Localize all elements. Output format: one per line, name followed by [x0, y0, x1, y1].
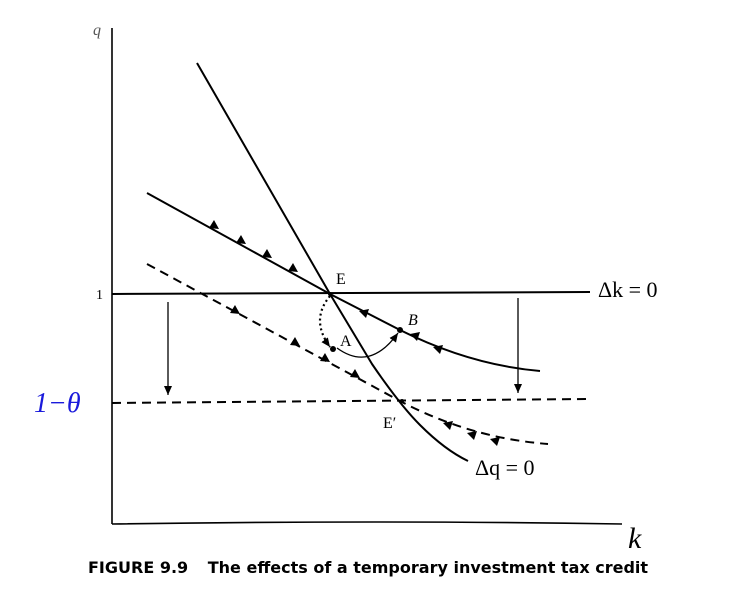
delta-k-zero-label: Δk = 0	[598, 277, 658, 302]
delta-q-zero-curve	[196, 62, 469, 462]
y-axis-label: q	[93, 22, 101, 39]
arrow-saddle-1	[209, 220, 219, 229]
arrow-dashed-2	[290, 337, 300, 346]
arrow-saddle-2	[236, 235, 246, 244]
point-B-label: B	[408, 312, 418, 329]
point-E-label: E	[336, 271, 346, 288]
arrow-dashed-6	[467, 431, 477, 440]
point-E-prime-label: E′	[383, 415, 396, 432]
arrow-dashed-1	[230, 305, 240, 314]
arrow-saddle-6	[410, 332, 420, 341]
jump-path-E-to-A	[318, 295, 331, 348]
point-A-label: A	[340, 333, 352, 350]
x-axis	[111, 521, 623, 525]
figure-caption-text: The effects of a temporary investment ta…	[208, 558, 649, 577]
transition-path-A-to-B	[336, 332, 399, 358]
tick-label-one-minus-theta: 1−θ	[34, 388, 81, 419]
arrow-saddle-3	[262, 249, 272, 258]
arrow-dashed-3	[320, 353, 330, 362]
arrow-dashed-5	[443, 421, 453, 430]
delta-k-zero-line	[111, 291, 591, 295]
point-B-marker	[397, 327, 403, 333]
arrow-dashed-7	[490, 437, 500, 446]
point-A-marker	[330, 346, 336, 352]
arrow-dashed-4	[350, 369, 360, 378]
x-axis-label: k	[628, 522, 642, 555]
tick-label-one: 1	[96, 288, 103, 303]
arrow-saddle-4	[288, 263, 298, 272]
arrow-saddle-5	[359, 309, 369, 318]
saddle-path-shifted	[146, 263, 549, 445]
delta-q-zero-label: Δq = 0	[475, 455, 535, 480]
point-E-marker	[328, 292, 332, 296]
point-E-prime-marker	[400, 399, 404, 403]
figure-number: FIGURE 9.9	[88, 558, 188, 577]
figure-caption: FIGURE 9.9 The effects of a temporary in…	[88, 558, 648, 577]
delta-k-zero-line-shifted	[111, 398, 591, 404]
arrow-saddle-7	[433, 345, 443, 354]
